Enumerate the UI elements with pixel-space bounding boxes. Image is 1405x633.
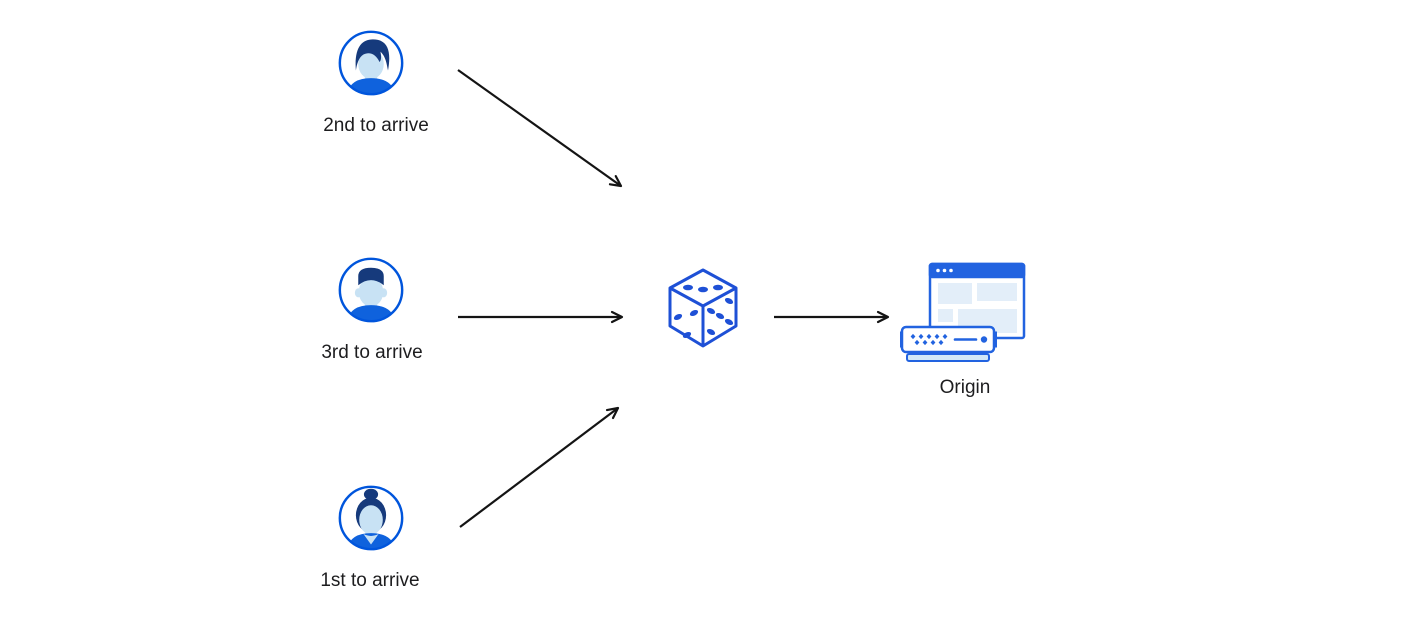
origin-label: Origin bbox=[939, 377, 991, 398]
user-node-3rd bbox=[337, 256, 405, 324]
man-flat-top-avatar bbox=[338, 257, 404, 323]
user-label-1st: 1st to arrive bbox=[320, 570, 420, 591]
origin-node bbox=[900, 262, 1028, 362]
server-icon bbox=[900, 325, 997, 362]
woman-hair-bun-avatar bbox=[338, 485, 404, 551]
origin-server-icon bbox=[900, 262, 1026, 362]
user-label-2nd: 2nd to arrive bbox=[323, 115, 429, 136]
random-routing-node bbox=[666, 266, 740, 350]
man-swept-hair-avatar bbox=[338, 30, 404, 96]
server-vent-pattern bbox=[910, 333, 948, 346]
user-node-1st bbox=[337, 484, 405, 552]
arrow-user-2nd-to-dice bbox=[457, 69, 623, 188]
user-label-3rd: 3rd to arrive bbox=[321, 342, 423, 363]
arrow-user-1st-to-dice bbox=[459, 406, 620, 528]
dice-icon bbox=[668, 268, 738, 348]
browser-window-icon bbox=[928, 262, 1026, 340]
user-node-2nd bbox=[337, 29, 405, 97]
